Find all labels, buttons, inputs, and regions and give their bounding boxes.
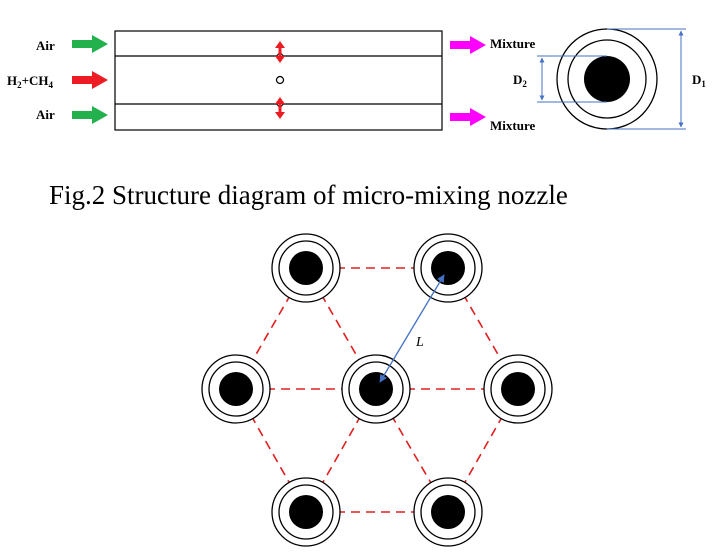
nozzle-array-layout: L <box>201 233 553 547</box>
air-inlet-arrow-top <box>72 35 108 53</box>
fuel-core <box>584 56 630 102</box>
jet-arrow-top <box>275 41 285 63</box>
mixture-outlet-arrow-bottom <box>450 108 486 126</box>
nozzle-unit <box>271 233 341 303</box>
jet-arrow-bottom <box>275 97 285 119</box>
outlet-label-bottom: Mixture <box>490 118 535 133</box>
nozzle-body <box>114 30 443 131</box>
nozzle-unit-center <box>341 354 411 424</box>
d1-label: D1 <box>692 72 706 89</box>
air-inlet-arrow-bottom <box>72 106 108 124</box>
inlet-label-air-top: Air <box>36 38 55 53</box>
nozzle-unit <box>483 354 553 424</box>
figure-caption: Fig.2 Structure diagram of micro-mixing … <box>49 180 568 210</box>
center-hole <box>275 75 285 85</box>
nozzle-unit <box>413 477 483 547</box>
spacing-arrow <box>379 274 445 383</box>
nozzle-side-view: Air H2+CH4 Air Mixture Mixture <box>7 30 535 133</box>
nozzle-unit <box>271 477 341 547</box>
mixture-outlet-arrow-top <box>450 36 486 54</box>
nozzle-unit <box>201 354 271 424</box>
fuel-inlet-arrow <box>72 71 108 89</box>
inlet-label-fuel: H2+CH4 <box>7 73 54 90</box>
outlet-label-top: Mixture <box>490 36 535 51</box>
inner-circle <box>567 39 647 119</box>
inlet-label-air-bottom: Air <box>36 107 55 122</box>
d2-label: D2 <box>513 72 527 89</box>
spacing-label: L <box>415 335 424 350</box>
nozzle-cross-section: D2 D1 <box>513 28 706 130</box>
nozzle-unit <box>413 233 483 303</box>
